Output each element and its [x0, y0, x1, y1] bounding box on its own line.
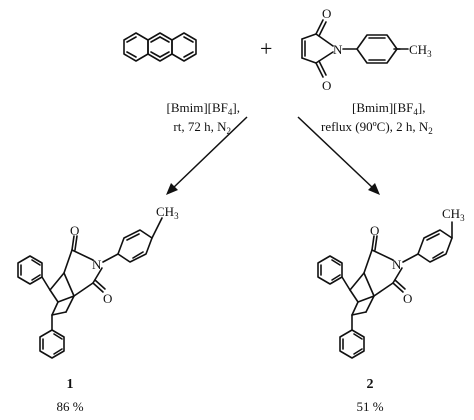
product-1-methyl: CH3	[156, 204, 179, 221]
maleimide-oxygen-bottom: O	[322, 78, 331, 93]
arrow-left	[166, 116, 248, 195]
product-1-structure: O N O CH3	[17, 204, 179, 359]
product-1-oxygen-top: O	[70, 223, 79, 238]
maleimide-structure: O N O CH3	[301, 6, 432, 93]
right-condition-line2: reflux (90ºC), 2 h, N2	[321, 119, 433, 136]
product-2-oxygen-bottom: O	[403, 291, 412, 306]
right-conditions: [Bmim][BF4], reflux (90ºC), 2 h, N2	[321, 100, 433, 136]
product-2-nitrogen: N	[392, 257, 402, 272]
product-2-oxygen-top: O	[370, 223, 379, 238]
product-1-yield: 86 %	[56, 399, 83, 414]
maleimide-nitrogen: N	[333, 42, 343, 57]
maleimide-oxygen-top: O	[322, 6, 331, 21]
product-2-structure: O N O CH3	[317, 206, 465, 359]
product-1-label: 1	[67, 377, 74, 392]
left-condition-line2: rt, 72 h, N2	[173, 119, 231, 136]
anthracene-structure	[123, 32, 197, 62]
product-1-oxygen-bottom: O	[103, 291, 112, 306]
product-2-yield: 51 %	[356, 399, 383, 414]
arrow-right	[297, 116, 380, 195]
product-1-nitrogen: N	[92, 257, 102, 272]
product-2-label: 2	[367, 377, 374, 392]
plus-sign: +	[260, 36, 272, 61]
left-conditions: [Bmim][BF4], rt, 72 h, N2	[167, 100, 241, 136]
left-condition-line1: [Bmim][BF4],	[167, 100, 241, 117]
product-2-methyl: CH3	[442, 206, 465, 223]
right-condition-line1: [Bmim][BF4],	[352, 100, 426, 117]
maleimide-methyl: CH3	[409, 42, 432, 59]
